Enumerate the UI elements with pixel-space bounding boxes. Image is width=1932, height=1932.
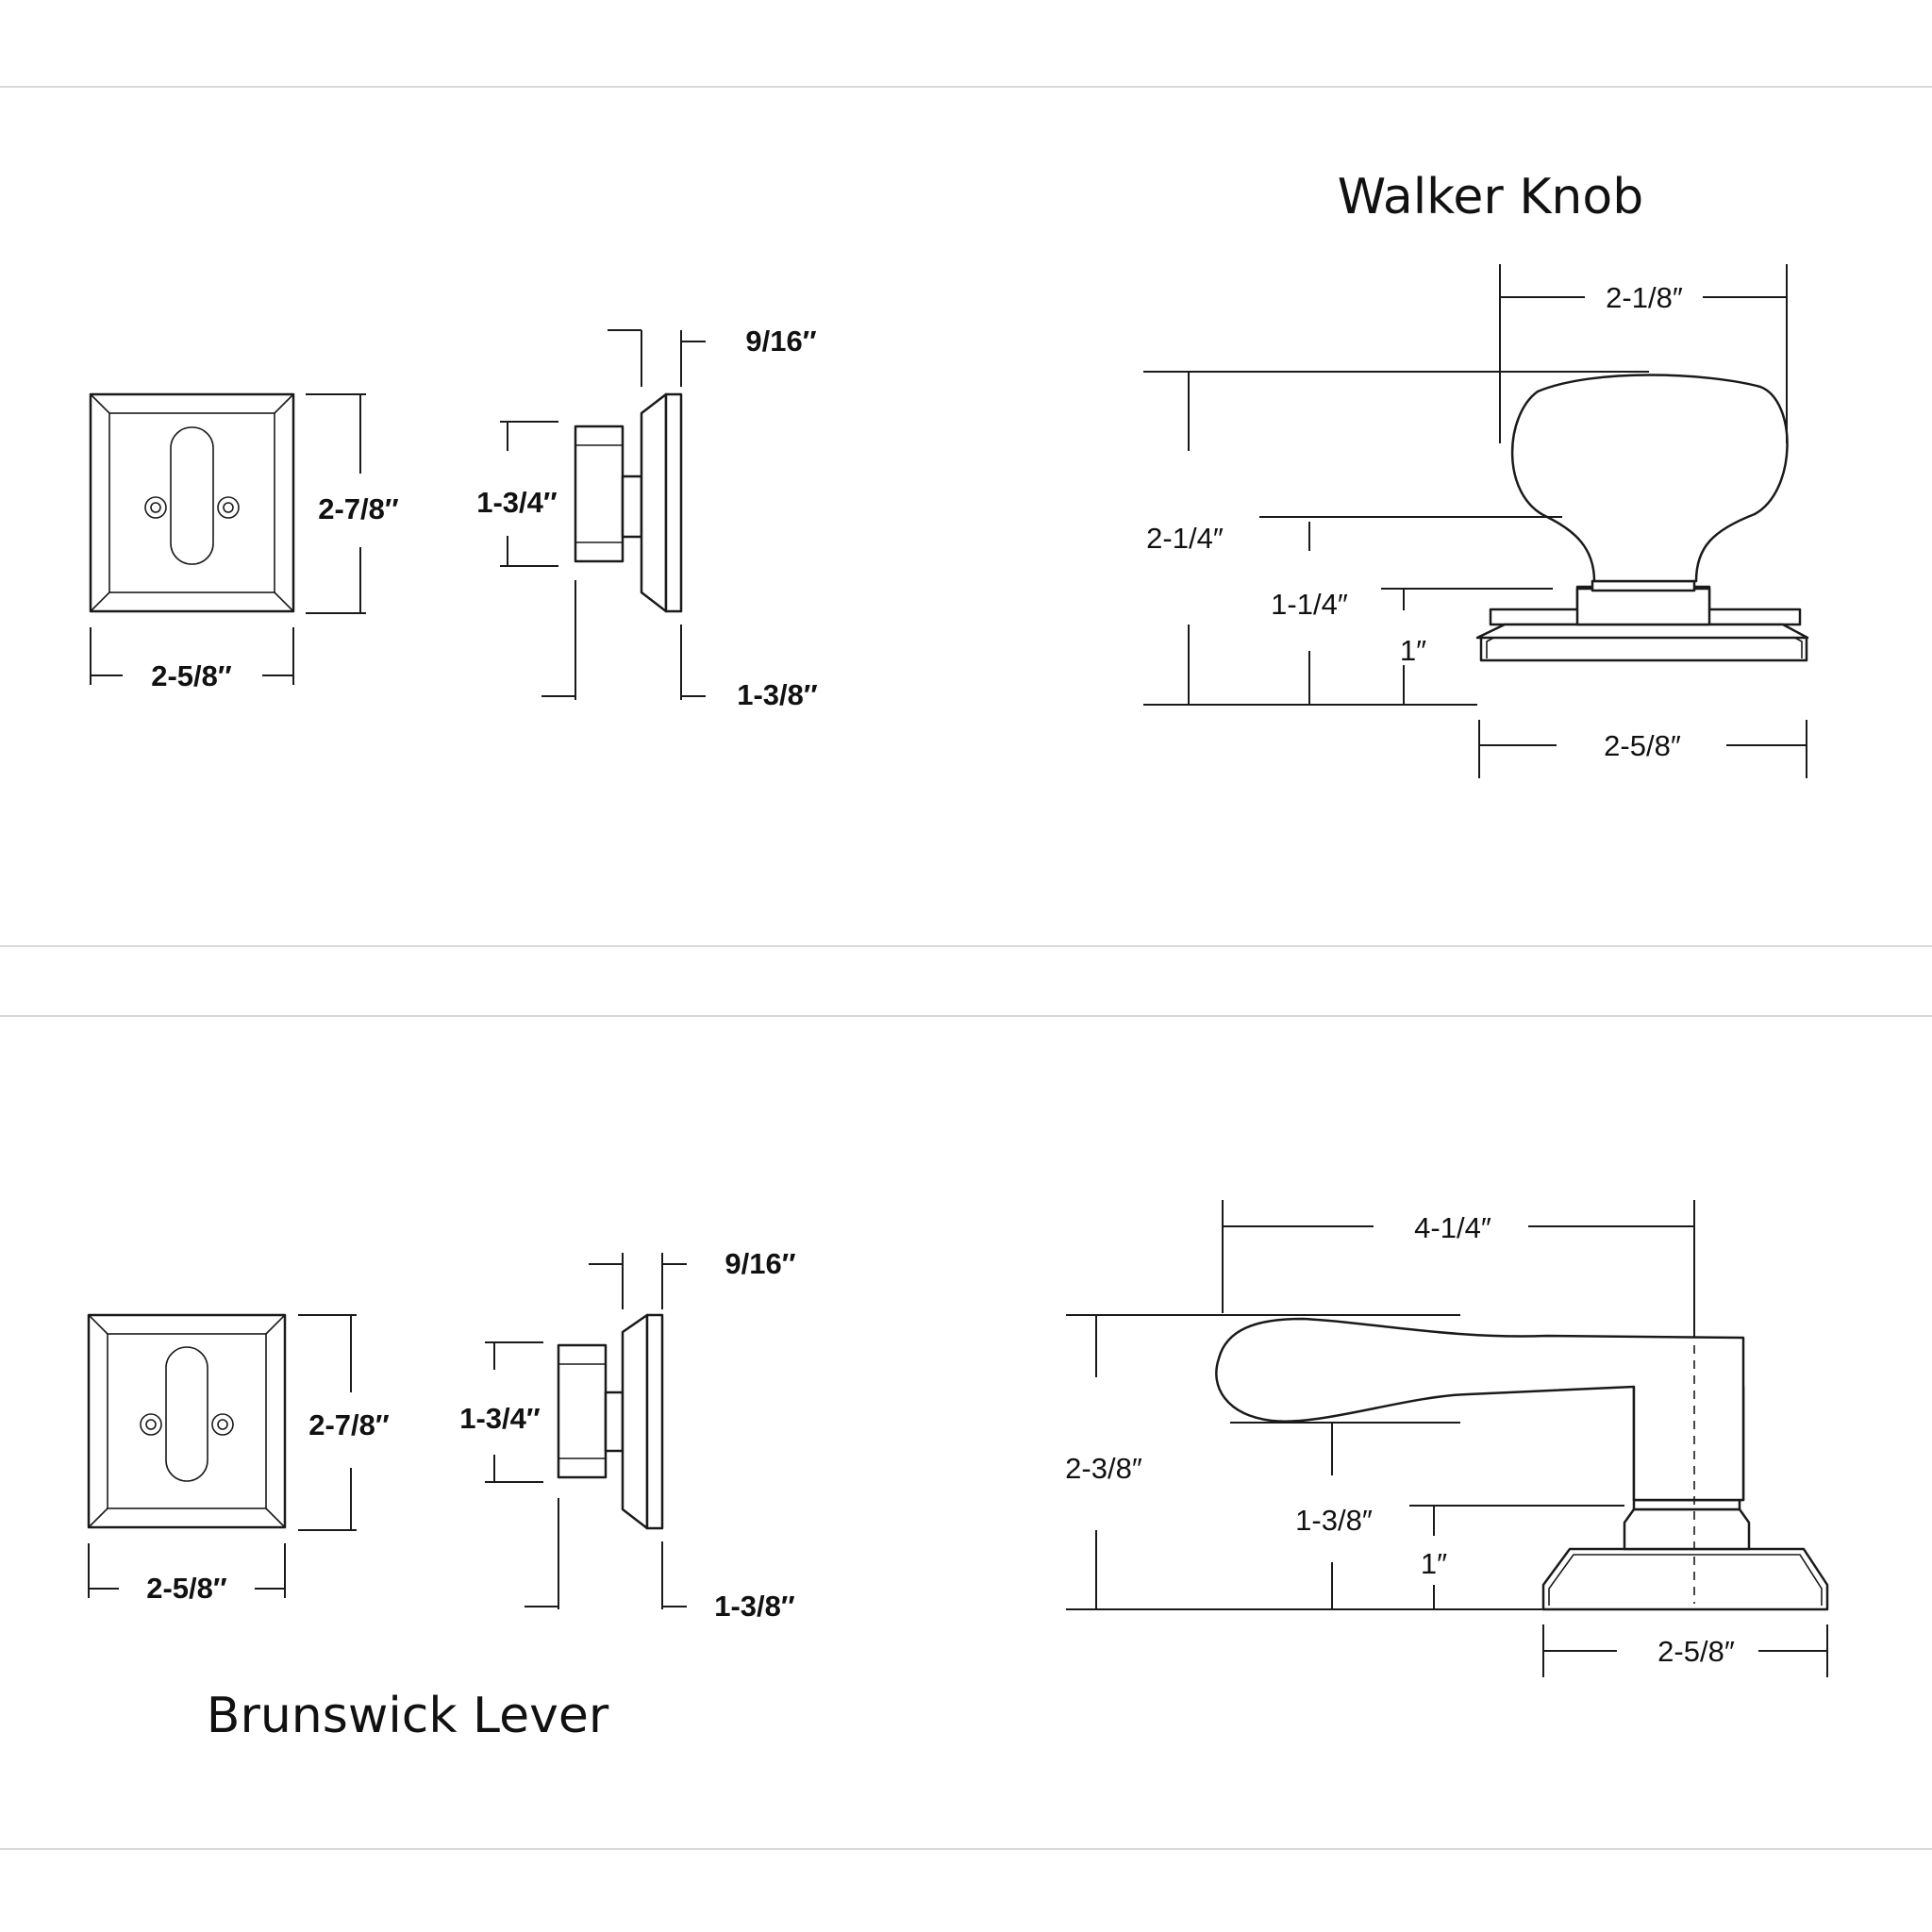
walker-knob-neck-height-label: 1-1/4″ <box>1271 588 1348 621</box>
brunswick-rose-side-dims <box>485 1253 687 1609</box>
brunswick-lever-length-label: 4-1/4″ <box>1414 1211 1491 1244</box>
walker-knob-base-height-label: 1″ <box>1400 634 1426 667</box>
brunswick-rose-side-view <box>557 1313 664 1530</box>
walker-knob-diameter-label: 2-1/8″ <box>1606 281 1683 314</box>
brunswick-rose-front-dims <box>88 1314 357 1598</box>
walker-knob-dims <box>1143 264 1807 778</box>
walker-rose-front-dims <box>90 393 366 685</box>
brunswick-lever-side-view <box>1215 1317 1829 1611</box>
walker-rose-projection-label: 1-3/8″ <box>737 678 818 711</box>
brunswick-rose-cylinder-label: 1-3/4″ <box>459 1402 541 1435</box>
walker-rose-side-view <box>574 392 683 613</box>
walker-rose-side-dims <box>500 329 706 700</box>
brunswick-lever-base-width-label: 2-5/8″ <box>1657 1635 1735 1668</box>
walker-knob-base-width-label: 2-5/8″ <box>1604 729 1681 762</box>
walker-rose-width-label: 2-5/8″ <box>151 659 232 692</box>
brunswick-lever-base-height-label: 1″ <box>1421 1547 1447 1580</box>
brunswick-lever-neck-height-label: 1-3/8″ <box>1295 1504 1373 1537</box>
brunswick-rose-height-label: 2-7/8″ <box>308 1408 390 1441</box>
walker-knob-overall-height-label: 2-1/4″ <box>1146 522 1224 555</box>
brunswick-lever-overall-height-label: 2-3/8″ <box>1065 1452 1142 1485</box>
walker-knob-title: Walker Knob <box>1338 169 1643 225</box>
brunswick-rose-projection-label: 1-3/8″ <box>714 1590 795 1623</box>
brunswick-rose-front-view <box>87 1313 287 1529</box>
walker-knob-side-view <box>1475 374 1809 662</box>
brunswick-rose-width-label: 2-5/8″ <box>146 1572 227 1605</box>
walker-rose-thickness-label: 9/16″ <box>745 325 816 358</box>
walker-rose-height-label: 2-7/8″ <box>318 492 399 525</box>
walker-rose-cylinder-label: 1-3/4″ <box>476 486 558 519</box>
brunswick-rose-thickness-label: 9/16″ <box>724 1247 795 1280</box>
brunswick-lever-title: Brunswick Lever <box>207 1688 609 1744</box>
brunswick-lever-dims <box>1066 1200 1828 1677</box>
walker-rose-front-view <box>89 392 295 613</box>
